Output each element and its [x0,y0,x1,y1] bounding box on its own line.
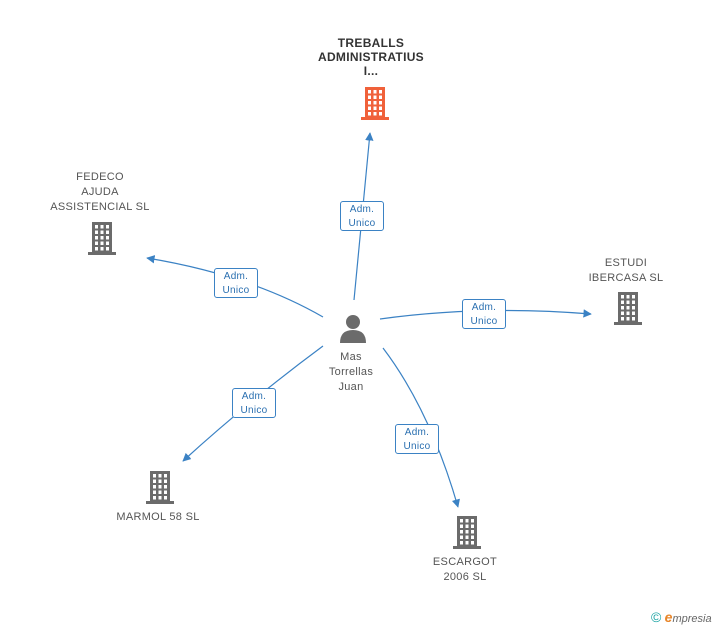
relation-role: Adm. [223,271,249,282]
relation-label-fedeco[interactable]: Adm. Unico [214,268,258,298]
company-label-line: ESTUDI [604,257,648,269]
relation-label-marmol[interactable]: Adm. Unico [232,388,276,418]
relation-label-treballs[interactable]: Adm. Unico [340,201,384,231]
building-icon[interactable] [614,292,642,325]
relation-role: Unico [470,316,498,327]
relation-role: Adm. [471,302,497,313]
relation-role: Unico [403,441,431,452]
building-icon[interactable] [361,87,389,120]
company-label-line: ESCARGOT [432,556,498,568]
relation-role: Unico [240,405,268,416]
building-icon[interactable] [146,471,174,504]
company-label-line: TREBALLS [337,36,405,50]
building-icon[interactable] [88,222,116,255]
relation-role: Unico [348,218,376,229]
empresia-logo-initial: e [664,609,673,625]
footer-brand[interactable]: © empresia [651,609,712,625]
company-label-line: MARMOL 58 SL [116,511,200,523]
relation-role: Adm. [241,391,267,402]
person-icon[interactable] [340,315,366,343]
company-label-line: FEDECO [76,171,124,183]
company-label-treballs[interactable]: TREBALLS ADMINISTRATIUS I... [306,36,436,78]
company-label-line: 2006 SL [443,571,487,583]
company-label-escargot[interactable]: ESCARGOT 2006 SL [420,555,510,585]
company-label-line: ADMINISTRATIUS [318,50,424,64]
company-label-marmol[interactable]: MARMOL 58 SL [103,510,213,525]
copyright-symbol: © [651,609,662,625]
company-label-fedeco[interactable]: FEDECO AJUDA ASSISTENCIAL SL [40,170,160,215]
company-label-line: I... [363,64,379,78]
company-label-estudi[interactable]: ESTUDI IBERCASA SL [576,256,676,286]
relation-role: Adm. [349,204,375,215]
company-label-line: IBERCASA SL [588,272,664,284]
company-label-line: ASSISTENCIAL SL [50,201,150,213]
empresia-logo-text: mpresia [672,613,712,625]
relation-label-escargot[interactable]: Adm. Unico [395,424,439,454]
person-label-line: Juan [338,381,364,393]
person-label-line: Torrellas [328,366,374,378]
edge-escargot [382,347,460,508]
building-icon[interactable] [453,516,481,549]
person-label[interactable]: Mas Torrellas Juan [311,350,391,395]
relation-role: Unico [222,285,250,296]
relation-label-estudi[interactable]: Adm. Unico [462,299,506,329]
relation-role: Adm. [404,427,430,438]
company-label-line: AJUDA [81,186,119,198]
person-label-line: Mas [340,351,362,363]
